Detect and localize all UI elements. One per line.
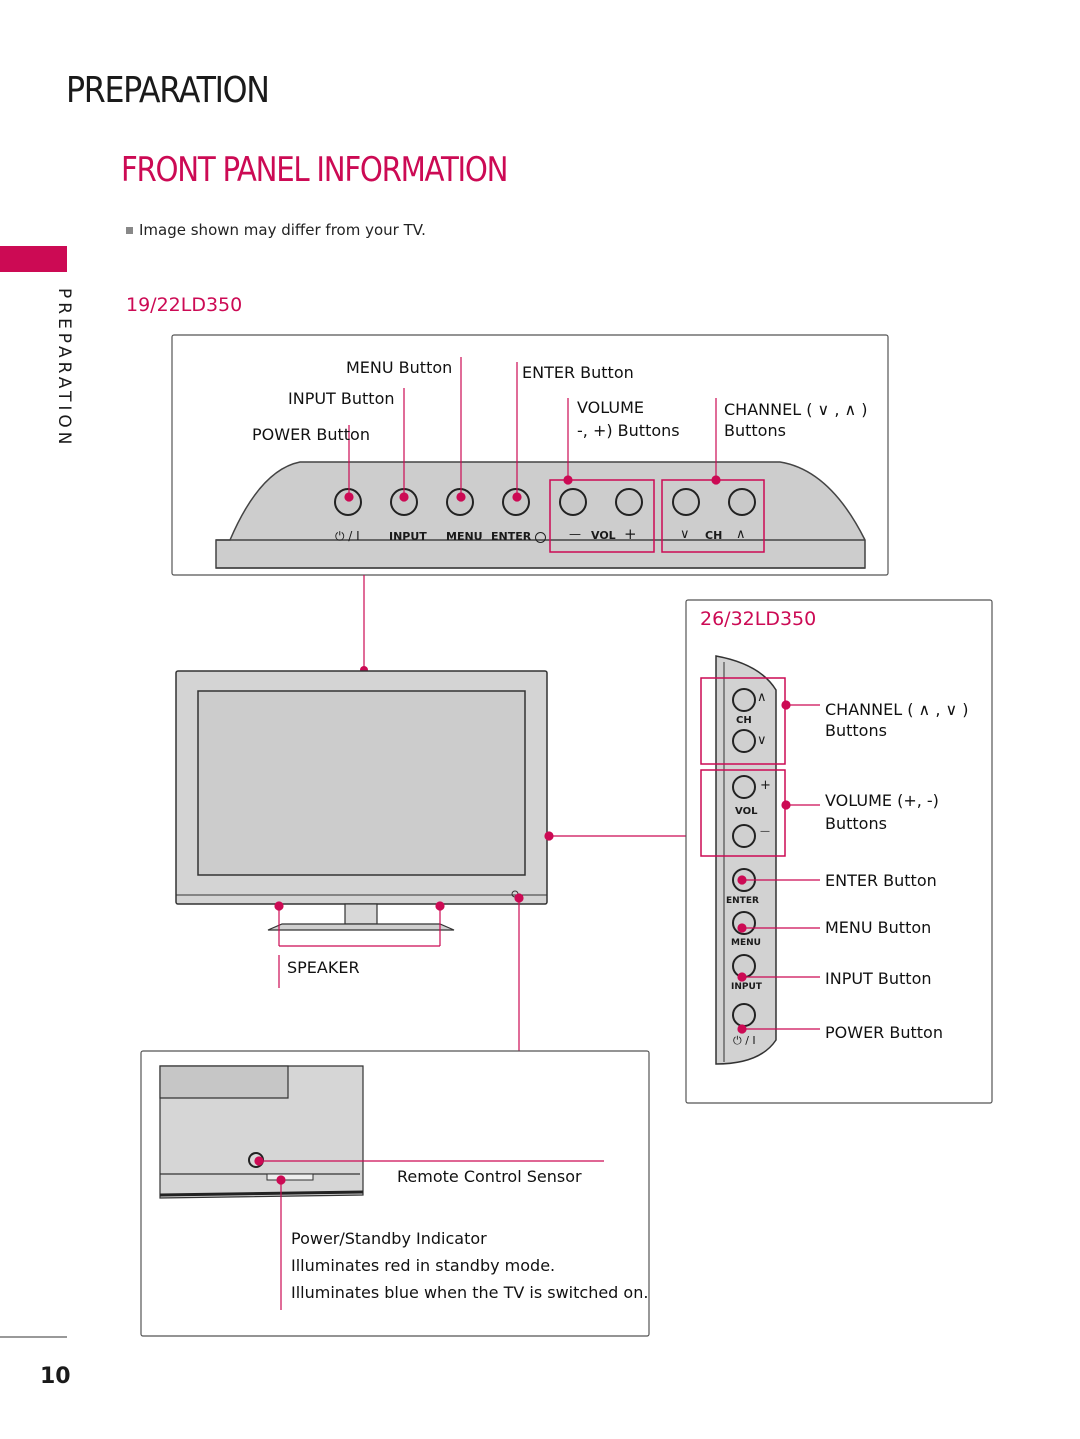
input-button-label-large: INPUT Button [825, 969, 932, 988]
vol-plus-label: + [624, 525, 637, 543]
square-bullet-icon [126, 227, 133, 234]
volume-label-large-1: VOLUME (+, -) [825, 791, 939, 810]
note-text: Image shown may differ from your TV. [139, 221, 426, 239]
speaker-label: SPEAKER [287, 958, 360, 977]
section-heading: PREPARATION [66, 70, 270, 111]
menu-button-small [446, 488, 474, 516]
ch-label-small: CH [705, 529, 723, 542]
channel-label-large-1: CHANNEL ( ∧ , ∨ ) [825, 700, 969, 719]
remote-sensor-label: Remote Control Sensor [397, 1167, 582, 1186]
page-title: FRONT PANEL INFORMATION [121, 150, 508, 190]
power-button-small [334, 488, 362, 516]
model-name-large: 26/32LD350 [700, 608, 817, 630]
vol-label-large: VOL [735, 806, 758, 817]
vol-minus-icon-large: — [760, 826, 770, 837]
vol-minus-button-small [559, 488, 587, 516]
power-button-label: POWER Button [252, 425, 370, 444]
tv-screen [197, 690, 526, 876]
menu-button-label: MENU Button [346, 358, 453, 377]
vol-label-small: VOL [591, 529, 616, 542]
side-tab-label: PREPARATION [54, 288, 74, 449]
enter-dot-icon [535, 531, 547, 543]
power-icon-label: ⏻ / I [335, 529, 360, 543]
ch-down-icon: ∨ [680, 527, 690, 542]
ch-down-icon-large: ∨ [757, 733, 767, 748]
channel-label-2: Buttons [724, 421, 786, 440]
volume-label-2: -, +) Buttons [577, 421, 680, 440]
input-label-small: INPUT [389, 530, 427, 543]
channel-label-1: CHANNEL ( ∨ , ∧ ) [724, 400, 868, 419]
enter-button-label-large: ENTER Button [825, 871, 937, 890]
vol-minus-label: — [569, 527, 581, 541]
menu-button-label-large: MENU Button [825, 918, 932, 937]
input-label-large: INPUT [731, 982, 762, 992]
ch-up-icon-large: ∧ [757, 690, 767, 705]
power-button-label-large: POWER Button [825, 1023, 943, 1042]
volume-label-large-2: Buttons [825, 814, 887, 833]
indicator-line-2: Illuminates blue when the TV is switched… [291, 1283, 649, 1302]
note: Image shown may differ from your TV. [126, 221, 426, 239]
small-model-frame [171, 334, 889, 576]
vol-plus-icon-large: + [760, 778, 771, 793]
menu-label-small: MENU [446, 530, 483, 543]
volume-label-1: VOLUME [577, 398, 644, 417]
side-tab-marker [0, 246, 67, 272]
enter-label-text: ENTER [491, 530, 532, 543]
power-icon-large: ⏻ / I [733, 1034, 756, 1047]
channel-label-large-2: Buttons [825, 721, 887, 740]
menu-label-large: MENU [731, 938, 761, 948]
enter-label-small: ENTER [491, 530, 547, 543]
model-name-small: 19/22LD350 [126, 294, 243, 316]
enter-button-small [502, 488, 530, 516]
input-button-label: INPUT Button [288, 389, 395, 408]
small-bezel [215, 461, 866, 569]
ch-up-button-small [728, 488, 756, 516]
enter-label-large: ENTER [726, 896, 759, 906]
ch-up-icon: ∧ [736, 527, 746, 542]
page-number: 10 [40, 1364, 71, 1389]
indicator-title: Power/Standby Indicator [291, 1229, 487, 1248]
enter-button-label: ENTER Button [522, 363, 634, 382]
side-panel [715, 655, 777, 1065]
ch-label-large: CH [736, 715, 752, 726]
ch-down-button-small [672, 488, 700, 516]
indicator-line-1: Illuminates red in standby mode. [291, 1256, 556, 1275]
vol-plus-button-small [615, 488, 643, 516]
